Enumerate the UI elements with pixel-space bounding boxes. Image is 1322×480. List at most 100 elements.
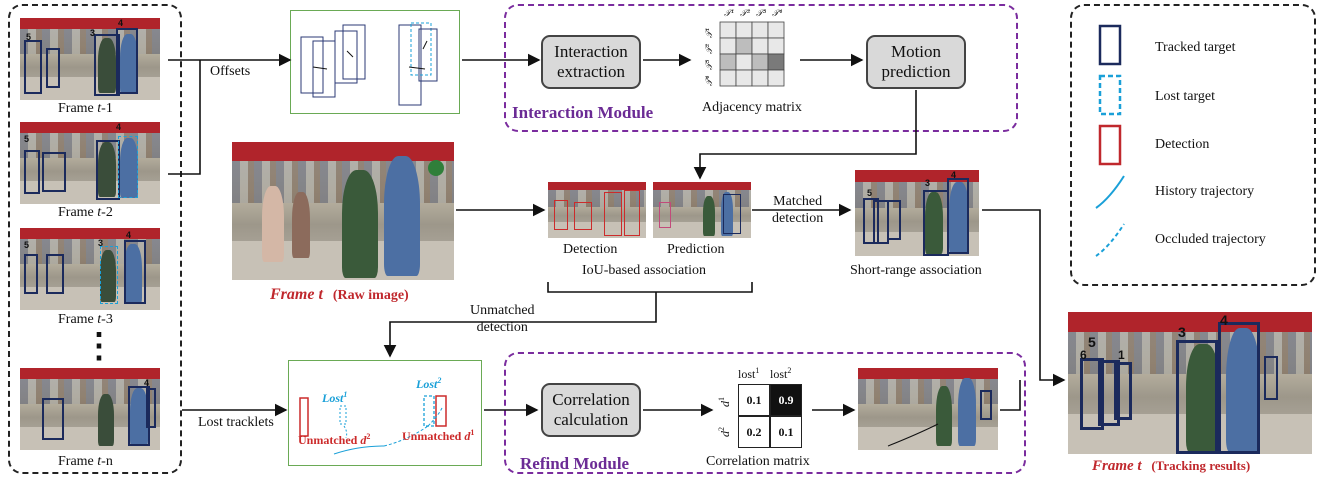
raw-frame-t-image [232, 142, 454, 280]
lost1-text: Lost [322, 391, 344, 405]
detection-thumbnail [548, 182, 646, 238]
short-range-association-image: 5 3 4 [855, 170, 979, 256]
legend-occluded: Occluded trajectory [1155, 232, 1266, 247]
legend-box [1070, 4, 1316, 286]
matched-detection-label: Matched detection [772, 193, 823, 227]
unmatched-d1-text: Unmatched [402, 429, 465, 443]
unmatched-line-1: Unmatched [470, 303, 535, 318]
detection-icon [1098, 124, 1122, 166]
lost2-label: Lost2 [416, 376, 441, 392]
col-sup-1: 1 [755, 366, 760, 375]
corr-cell: 0.2 [738, 416, 770, 448]
col-sup-2: 2 [787, 366, 792, 375]
raw-frame-title: Frame t (Raw image) [270, 286, 409, 304]
frame-t-minus-3-image: 5 3 4 [20, 228, 160, 310]
lost2-text: Lost [416, 377, 438, 391]
lost2-sup: 2 [437, 376, 442, 385]
frame-suffix: -n [101, 454, 113, 469]
lost-tracklets-box [288, 360, 482, 466]
prediction-label: Prediction [667, 242, 725, 257]
frame-suffix: -1 [101, 101, 113, 116]
refind-module-container [504, 352, 1026, 474]
frame-suffix: -2 [101, 205, 113, 220]
raw-frame-title-var: Frame t [270, 286, 323, 303]
col-header-lost2: lost [770, 367, 788, 381]
unmatched-d1-sup: 1 [470, 428, 475, 437]
legend-history: History trajectory [1155, 184, 1255, 199]
history-trajectory-icon [1095, 175, 1125, 209]
frame-t-minus-2-image: 5 4 [20, 122, 160, 204]
svg-text:𝒯⁴: 𝒯⁴ [772, 9, 783, 19]
svg-text:𝒯²: 𝒯² [740, 9, 751, 19]
unmatched-d1-var: d [464, 429, 471, 443]
svg-text:𝒯¹: 𝒯¹ [705, 27, 715, 38]
legend-lost: Lost target [1155, 89, 1216, 104]
interaction-module-title: Interaction Module [512, 103, 654, 122]
frame-var: t [97, 454, 102, 469]
corr-cell: 0.9 [770, 384, 802, 416]
unmatched-line-2: detection [476, 320, 528, 335]
unmatched-d2-var: d [360, 433, 367, 447]
row-sup-2: 2 [717, 427, 726, 431]
adjacency-matrix-label: Adjacency matrix [702, 100, 802, 115]
frame-t-minus-1-image: 5 3 4 [20, 18, 160, 100]
iou-association-label: IoU-based association [582, 263, 707, 278]
svg-text:𝒯³: 𝒯³ [705, 59, 715, 70]
input-frames-container [8, 4, 182, 474]
interaction-extraction-label: Interaction extraction [554, 42, 628, 81]
svg-text:𝒯¹: 𝒯¹ [724, 9, 735, 19]
lost1-label: Lost1 [322, 390, 347, 406]
matched-line-2: detection [772, 211, 824, 226]
ellipsis-dots: ⋮ [82, 328, 116, 365]
refind-module-title: Refind Module [520, 454, 630, 473]
long-range-association-image [858, 368, 998, 450]
corr-cell: 0.1 [770, 416, 802, 448]
legend-detection: Detection [1155, 137, 1210, 152]
legend-tracked: Tracked target [1155, 40, 1236, 55]
frame-var: t [97, 101, 102, 116]
corr-cell: 0.1 [738, 384, 770, 416]
col-header-lost1: lost [738, 367, 756, 381]
unmatched-detection-label: Unmatched detection [470, 302, 535, 336]
frame-suffix: -3 [101, 312, 113, 327]
raw-frame-title-note: (Raw image) [332, 288, 409, 303]
unmatched-d2-sup: 2 [366, 432, 371, 441]
short-range-label: Short-range association [850, 263, 982, 278]
frame-var: t [97, 205, 102, 220]
motion-prediction-block: Motion prediction [866, 35, 966, 89]
svg-text:𝒯³: 𝒯³ [756, 9, 767, 19]
unmatched-d2-text: Unmatched [298, 433, 361, 447]
tracking-result-title: Frame t (Tracking results) [1092, 458, 1250, 475]
frame-label: Frame [58, 454, 98, 469]
correlation-matrix: lost1 lost2 d1 d2 0.1 0.9 0.2 0.1 [717, 366, 810, 448]
lost-tracklets-label: Lost tracklets [198, 415, 274, 430]
svg-text:𝒯⁴: 𝒯⁴ [705, 75, 715, 86]
detection-label: Detection [563, 242, 618, 257]
tracked-target-icon [1098, 24, 1122, 66]
correlation-calculation-label: Correlation calculation [552, 390, 630, 429]
offsets-visualization-box [290, 10, 460, 114]
correlation-matrix-label: Correlation matrix [706, 454, 810, 469]
svg-text:𝒯²: 𝒯² [705, 43, 715, 54]
result-title-var: Frame t [1092, 458, 1142, 474]
prediction-thumbnail [653, 182, 751, 238]
correlation-calculation-block: Correlation calculation [541, 383, 641, 437]
motion-prediction-label: Motion prediction [881, 42, 951, 81]
frame-label: Frame [58, 101, 98, 116]
lost1-sup: 1 [343, 390, 348, 399]
interaction-extraction-block: Interaction extraction [541, 35, 641, 89]
row-header-d1: d [718, 401, 732, 407]
unmatched-d2-label: Unmatched d2 [298, 432, 370, 448]
frame-var: t [97, 312, 102, 327]
frame-t-minus-n-image: 4 [20, 368, 160, 450]
unmatched-d1-label: Unmatched d1 [402, 428, 474, 444]
occluded-trajectory-icon [1095, 223, 1125, 257]
adjacency-matrix: 𝒯¹ 𝒯² 𝒯³ 𝒯⁴ 𝒯¹ 𝒯² 𝒯³ 𝒯⁴ [698, 4, 794, 98]
frame-label: Frame [58, 312, 98, 327]
row-sup-1: 1 [717, 397, 726, 401]
tracking-result-image: 5 6 1 3 4 [1068, 312, 1312, 454]
frame-label: Frame [58, 205, 98, 220]
matched-line-1: Matched [773, 194, 823, 209]
result-title-note: (Tracking results) [1151, 458, 1251, 473]
row-header-d2: d [718, 431, 732, 437]
